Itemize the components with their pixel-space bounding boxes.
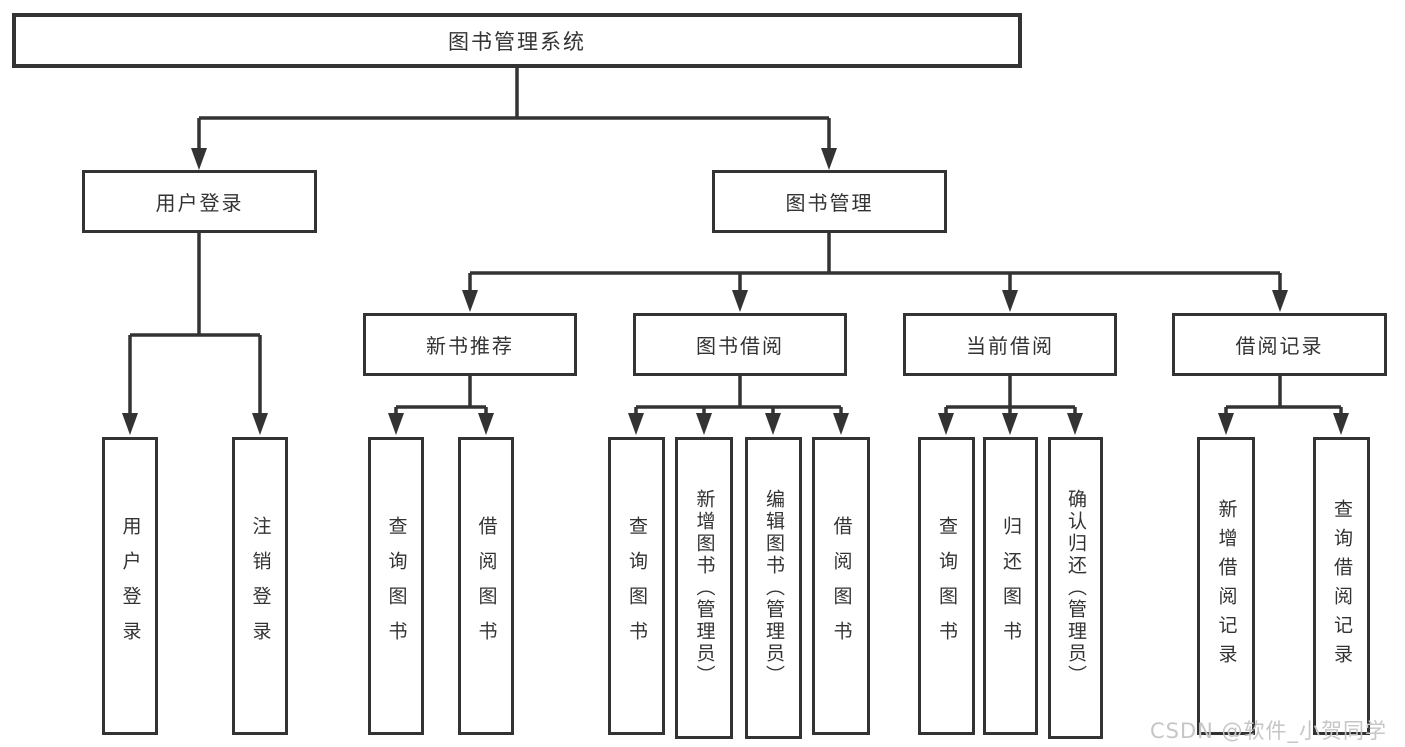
connector-root-to-level2	[191, 68, 837, 170]
node-leaf-query-borrow-record: 查询借阅记录	[1313, 437, 1370, 735]
node-new-book-recommendation: 新书推荐	[363, 313, 577, 376]
node-library-management-system: 图书管理系统	[12, 13, 1022, 68]
node-leaf-query-books-1: 查询图书	[368, 437, 424, 735]
connector-borrow-records-children	[1218, 376, 1349, 435]
node-book-management: 图书管理	[712, 170, 947, 233]
node-current-borrowing: 当前借阅	[903, 313, 1117, 376]
node-leaf-add-borrow-record: 新增借阅记录	[1197, 437, 1255, 735]
watermark: CSDN @软件_小贺同学	[1150, 719, 1388, 743]
node-leaf-borrow-books-2: 借阅图书	[812, 437, 870, 735]
connector-new-book-rec-children	[388, 376, 494, 435]
connector-book-management-children	[462, 232, 1288, 312]
connector-current-borrowing-children	[938, 376, 1083, 435]
node-leaf-query-books-2: 查询图书	[608, 437, 665, 735]
node-borrowing-records: 借阅记录	[1172, 313, 1387, 376]
node-leaf-confirm-return-admin: 确认归还（管理员）	[1048, 437, 1103, 739]
node-book-borrowing: 图书借阅	[633, 313, 847, 376]
node-leaf-user-login: 用户登录	[102, 437, 158, 735]
node-leaf-query-books-3: 查询图书	[918, 437, 975, 735]
connector-book-borrowing-children	[628, 376, 849, 435]
node-leaf-add-book-admin: 新增图书（管理员）	[675, 437, 733, 739]
connector-user-login-children	[122, 233, 268, 435]
node-leaf-borrow-books-1: 借阅图书	[458, 437, 514, 735]
node-leaf-edit-book-admin: 编辑图书（管理员）	[745, 437, 802, 739]
node-leaf-logout: 注销登录	[232, 437, 288, 735]
node-user-login: 用户登录	[82, 170, 317, 233]
node-leaf-return-books: 归还图书	[983, 437, 1038, 735]
